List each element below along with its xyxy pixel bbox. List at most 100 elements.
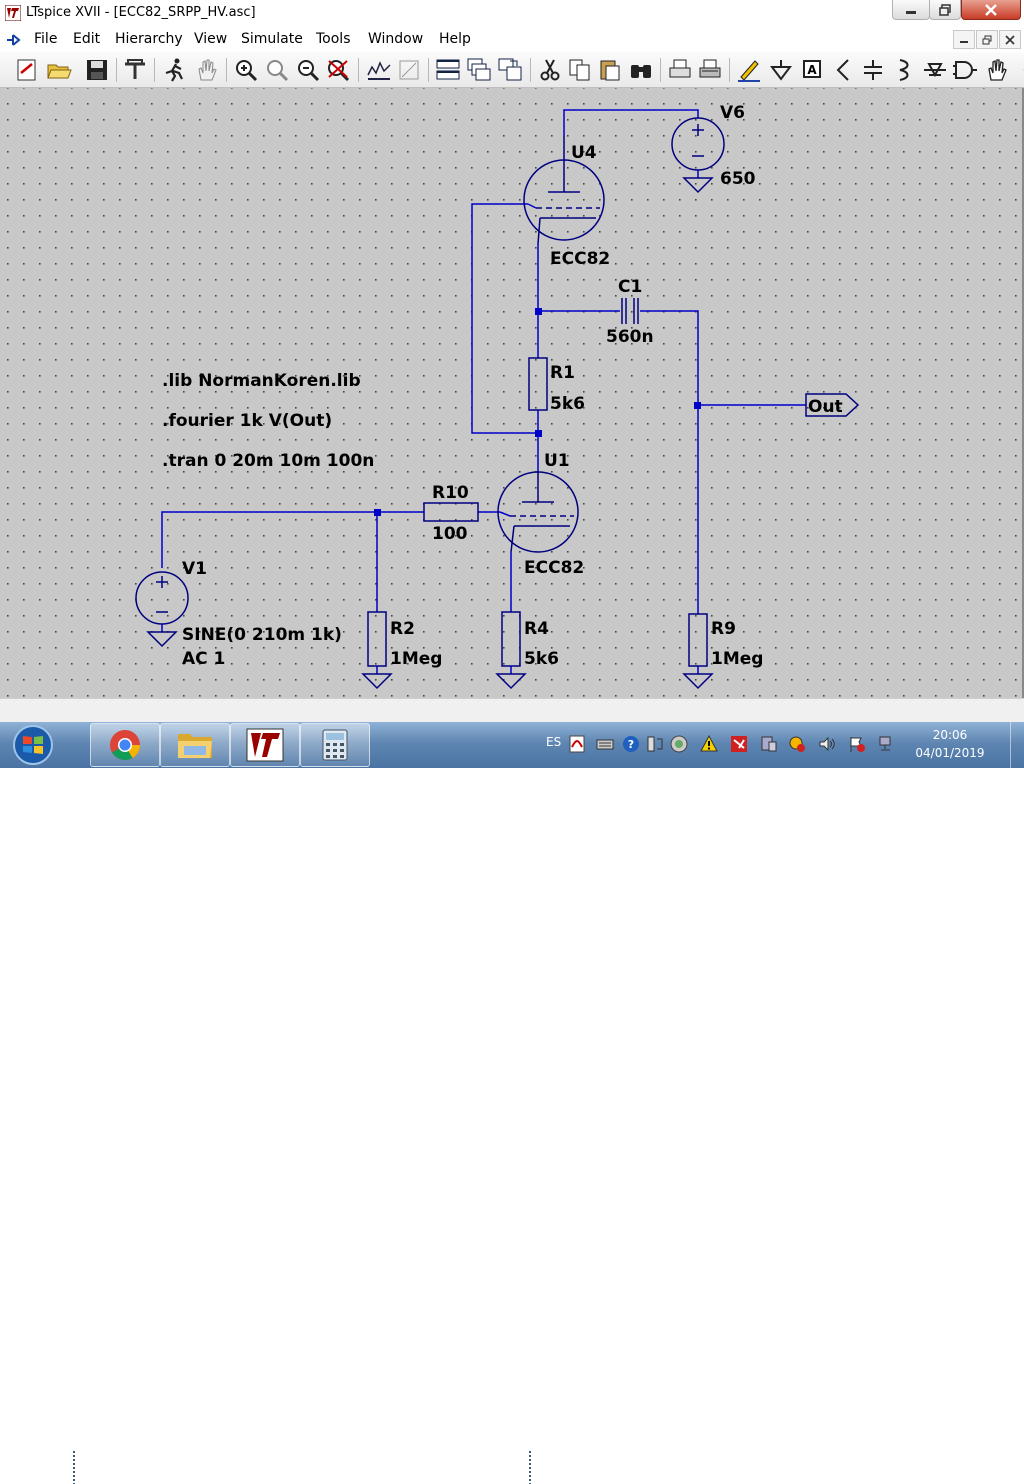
show-desktop-button[interactable]: [1010, 722, 1024, 768]
tray-alert[interactable]: [788, 735, 806, 753]
zoom-out-button[interactable]: [295, 57, 321, 83]
save-button[interactable]: [84, 57, 110, 83]
menu-window[interactable]: Window: [368, 31, 424, 47]
menu-edit[interactable]: Edit: [73, 31, 101, 47]
junctions: [374, 308, 701, 516]
tray-security[interactable]: [670, 735, 688, 753]
menu-help[interactable]: Help: [439, 31, 471, 47]
label-net-button[interactable]: A: [799, 57, 825, 83]
move-hand-button[interactable]: [983, 57, 1009, 83]
r2-name: R2: [390, 619, 415, 639]
zoom-in-button[interactable]: [233, 57, 259, 83]
triode-u1[interactable]: U1 ECC82: [497, 451, 584, 578]
directive-tran[interactable]: .tran 0 20m 10m 100n: [162, 451, 374, 471]
label-net-icon: A: [803, 60, 821, 78]
cascade-button[interactable]: [466, 57, 492, 83]
taskbar-calculator[interactable]: [300, 723, 370, 767]
junction: [694, 402, 701, 409]
directive-fourier[interactable]: .fourier 1k V(Out): [162, 411, 332, 431]
print-setup-icon: [699, 59, 721, 78]
print-button[interactable]: [667, 57, 693, 83]
v1-ac-value: AC 1: [182, 649, 225, 669]
maximize-button[interactable]: [929, 0, 961, 20]
tile-vertical-button[interactable]: [497, 57, 523, 83]
tray-devices[interactable]: [760, 735, 778, 753]
toolbar-overflow[interactable]: [1014, 57, 1024, 83]
taskbar-clock[interactable]: 20:06 04/01/2019: [910, 726, 990, 762]
v6-value: 650: [720, 169, 756, 189]
triode-u4[interactable]: U4 ECC82: [523, 136, 610, 269]
tray-keyboard[interactable]: [596, 735, 614, 753]
net-label-out[interactable]: Out: [805, 393, 860, 417]
resistor-r4[interactable]: R4 5k6: [495, 611, 559, 690]
plot-settings-button[interactable]: [366, 57, 392, 83]
resistor-r9[interactable]: R9 1Meg: [682, 613, 763, 690]
resistor-icon: [836, 59, 849, 81]
taskbar-chrome[interactable]: [90, 723, 160, 767]
draw-wire-button[interactable]: [736, 57, 762, 83]
menu-simulate[interactable]: Simulate: [241, 31, 303, 47]
capacitor-c1[interactable]: C1 560n: [606, 277, 654, 347]
tray-warning[interactable]: [700, 734, 718, 753]
taskbar-file-explorer[interactable]: [160, 723, 230, 767]
capacitor-button[interactable]: [860, 57, 886, 83]
menu-view[interactable]: View: [194, 31, 228, 47]
run-button[interactable]: [162, 57, 188, 83]
zoom-pan-button[interactable]: [264, 57, 290, 83]
menu-tools[interactable]: Tools: [316, 31, 351, 47]
tray-volume[interactable]: [818, 735, 836, 753]
devices-icon: [761, 736, 777, 752]
inductor-icon: [899, 59, 909, 81]
tray-flag[interactable]: [848, 735, 866, 753]
diode-icon: [924, 63, 946, 78]
inductor-button[interactable]: [890, 57, 916, 83]
title-bar: LTspice XVII - [ECC82_SRPP_HV.asc]: [0, 0, 1024, 27]
tray-antivirus[interactable]: [730, 735, 748, 753]
language-indicator[interactable]: ES: [546, 735, 562, 749]
mdi-close-button[interactable]: [999, 30, 1021, 49]
source-v6[interactable]: V6 650: [671, 103, 756, 194]
menu-hierarchy[interactable]: Hierarchy: [115, 31, 183, 47]
zoom-fit-button[interactable]: [325, 57, 351, 83]
ground-button[interactable]: [768, 57, 794, 83]
schematic-canvas[interactable]: V6 650 U4 ECC82 C1 560n R1 5k6 Out U1 EC…: [0, 88, 1022, 698]
zoom-fit-icon: [328, 60, 350, 82]
tray-help[interactable]: ?: [622, 735, 640, 753]
taskbar-ltspice[interactable]: [230, 723, 300, 767]
v1-value: SINE(0 210m 1k): [182, 625, 342, 645]
open-button[interactable]: [46, 57, 72, 83]
find-button[interactable]: [628, 57, 654, 83]
resistor-r2[interactable]: R2 1Meg: [361, 611, 442, 690]
r9-value: 1Meg: [711, 649, 763, 669]
start-button[interactable]: [8, 724, 58, 766]
new-schematic-button[interactable]: [14, 57, 40, 83]
halt-button[interactable]: [193, 57, 219, 83]
tray-network[interactable]: [878, 735, 896, 753]
menu-file[interactable]: File: [34, 31, 58, 47]
component-button[interactable]: [952, 57, 978, 83]
schematic-doc-icon[interactable]: [5, 31, 25, 49]
vertical-scrollbar[interactable]: [1022, 88, 1024, 698]
cut-button[interactable]: [537, 57, 563, 83]
tray-display[interactable]: [646, 735, 664, 753]
print-setup-button[interactable]: [697, 57, 723, 83]
paste-icon: [600, 60, 620, 81]
resistor-r1[interactable]: R1 5k6: [528, 357, 585, 414]
mdi-minimize-button[interactable]: [953, 30, 975, 49]
mdi-restore-button[interactable]: [976, 30, 998, 49]
copy-button[interactable]: [567, 57, 593, 83]
resistor-button[interactable]: [830, 57, 856, 83]
directive-lib[interactable]: .lib NormanKoren.lib: [162, 371, 361, 391]
source-v1[interactable]: V1 SINE(0 210m 1k) AC 1: [135, 559, 342, 669]
action-center-flag-icon: [850, 737, 865, 752]
autorange-button[interactable]: [396, 57, 422, 83]
tray-pdf[interactable]: [568, 735, 586, 753]
paste-button[interactable]: [597, 57, 623, 83]
tile-horizontal-button[interactable]: [435, 57, 461, 83]
control-panel-button[interactable]: [122, 57, 148, 83]
toolbar-separator: [428, 58, 429, 82]
minimize-button[interactable]: [892, 0, 930, 20]
resistor-r10[interactable]: R10 100: [423, 483, 479, 544]
diode-button[interactable]: [922, 57, 948, 83]
close-button[interactable]: [961, 0, 1021, 20]
